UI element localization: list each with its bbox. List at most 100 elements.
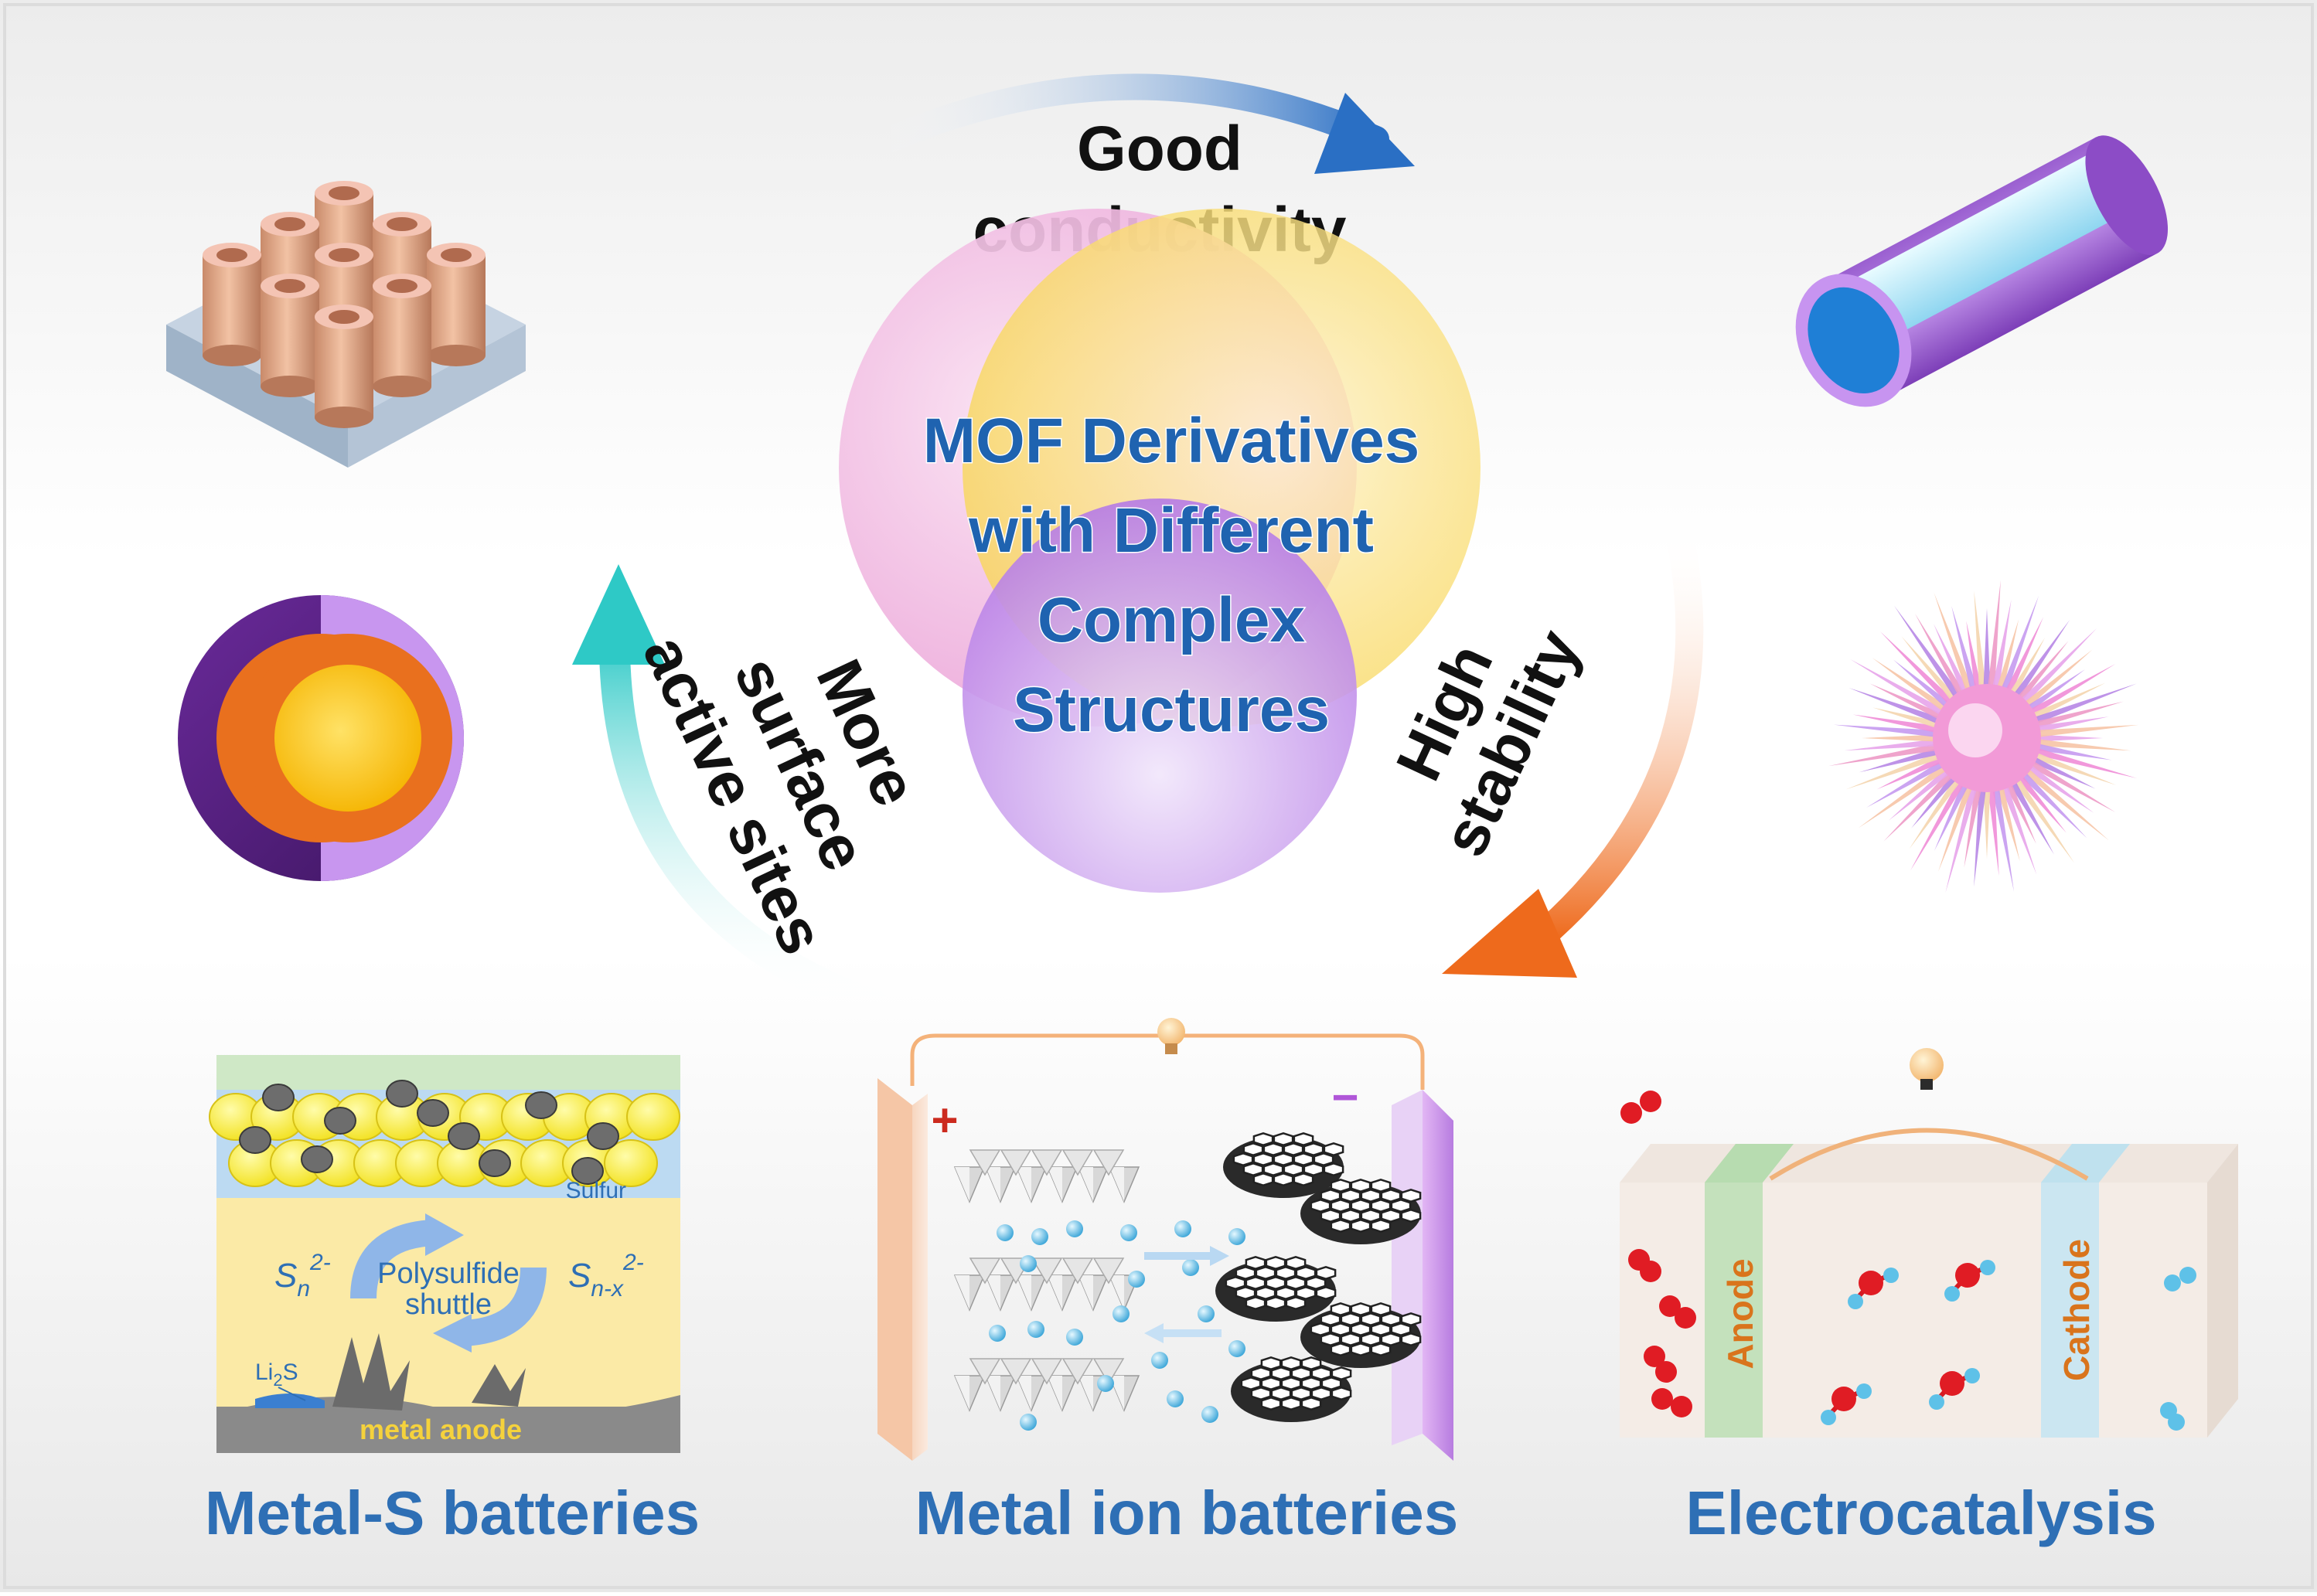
ion (1198, 1305, 1215, 1322)
graphene-cell (1245, 1275, 1266, 1291)
metal-ion-title: Metal ion batteries (915, 1479, 1458, 1547)
spike (2021, 756, 2116, 812)
hydrogen-atom (2179, 1267, 2196, 1284)
graphene-cell (1235, 1265, 1256, 1281)
spike (1934, 774, 1973, 851)
sulfur-particle (604, 1139, 658, 1187)
graphene-cell (1310, 1366, 1332, 1381)
water-molecule (1859, 1271, 1883, 1295)
spike (1883, 765, 1960, 842)
graphene-cell (1400, 1208, 1422, 1223)
ion (1027, 1321, 1044, 1338)
carbon-particle (417, 1099, 449, 1127)
graphene-cell (1303, 1162, 1324, 1177)
graphene-cell (1300, 1356, 1322, 1371)
graphene-cell (1400, 1332, 1422, 1347)
core-shell-sphere-icon (178, 595, 464, 881)
graphene-cell (1273, 1152, 1294, 1167)
oxygen-atom (1644, 1346, 1665, 1367)
nanotube (261, 286, 319, 386)
spike (2023, 682, 2106, 724)
graphene-cell (1330, 1342, 1351, 1357)
graphene-cell (1380, 1332, 1402, 1347)
spike (1994, 619, 2019, 699)
ion (1128, 1271, 1145, 1288)
graphene-cell (1340, 1312, 1361, 1327)
graphene-cell (1232, 1152, 1254, 1167)
graphene-cell (1350, 1322, 1371, 1337)
spike (2021, 664, 2116, 720)
spike (1894, 605, 1966, 706)
graphene-cell (1315, 1285, 1337, 1301)
spike (2011, 767, 2067, 833)
graphene-cell (1380, 1188, 1402, 1203)
graphene-cell (1310, 1386, 1332, 1401)
graphene-cell (1240, 1376, 1262, 1391)
spike (2026, 745, 2138, 779)
metal-anode-label: metal anode (359, 1414, 522, 1445)
graphene-cell (1285, 1255, 1307, 1271)
graphene-cell (1360, 1188, 1382, 1203)
graphene-cell (1370, 1218, 1392, 1234)
nanotube (203, 255, 261, 356)
graphene-cell (1265, 1255, 1286, 1271)
graphene-cell (1265, 1275, 1286, 1291)
graphene-cell (1273, 1172, 1294, 1187)
ion (1020, 1255, 1037, 1272)
graphene-cell (1283, 1142, 1304, 1157)
spike (1833, 724, 1945, 739)
graphene-cell (1320, 1188, 1341, 1203)
graphene-cell (1350, 1342, 1371, 1357)
polysulfide-label-2: shuttle (405, 1288, 492, 1321)
metal-s-title: Metal-S batteries (205, 1479, 700, 1547)
graphene-cell (1290, 1366, 1312, 1381)
spike (1844, 737, 1945, 751)
graphene-cell (1360, 1312, 1382, 1327)
nanotube (373, 286, 431, 386)
ion (1228, 1340, 1245, 1357)
anode-label: Anode (1720, 1258, 1760, 1369)
spike (2026, 701, 2124, 731)
graphene-cell (1280, 1356, 1302, 1371)
water-molecule (1955, 1263, 1980, 1288)
spike (1998, 776, 2037, 875)
spike (2001, 617, 2044, 702)
graphene-cell (1331, 1366, 1352, 1381)
graphene-cell (1293, 1152, 1314, 1167)
spike (1850, 659, 1953, 720)
arrow-stability (1442, 512, 1704, 978)
oxygen-atom (1655, 1361, 1677, 1383)
spike (1945, 778, 1980, 893)
carbon-particle (239, 1126, 271, 1154)
spike (1986, 780, 1999, 876)
spike (1990, 779, 2015, 892)
spike (1869, 683, 1951, 724)
urchin-sphere-icon (1828, 580, 2139, 893)
graphene-cell (1370, 1178, 1392, 1193)
graphene-cell (1340, 1332, 1361, 1347)
graphene-cell (1252, 1131, 1274, 1147)
metal-s-battery-panel: Sulfur Polysulfide shuttle Sn2- Sn-x2- L… (209, 1055, 680, 1453)
ion (1031, 1228, 1048, 1245)
carbon-particle (571, 1157, 604, 1185)
spike (1872, 658, 1954, 717)
spike (1983, 780, 1991, 859)
graphene-cell (1260, 1396, 1282, 1411)
metal-ion-battery-panel: + − (877, 1018, 1453, 1461)
graphene-cell (1340, 1208, 1361, 1223)
spike (1998, 595, 2039, 700)
graphene-cell (1293, 1131, 1314, 1147)
graphene-cell (1280, 1376, 1302, 1391)
graphene-cell (1380, 1208, 1402, 1223)
spike (2019, 669, 2085, 717)
graphene-cell (1313, 1152, 1334, 1167)
bulb-icon-2 (1910, 1048, 1944, 1082)
spike (2025, 749, 2117, 785)
electrocatalysis-panel: Anode Cathode (1620, 1048, 2238, 1438)
ion (989, 1325, 1006, 1342)
center-venn (839, 209, 1480, 893)
ion (1097, 1375, 1114, 1392)
water-molecule (1831, 1387, 1856, 1411)
water-molecule (1940, 1371, 1964, 1396)
